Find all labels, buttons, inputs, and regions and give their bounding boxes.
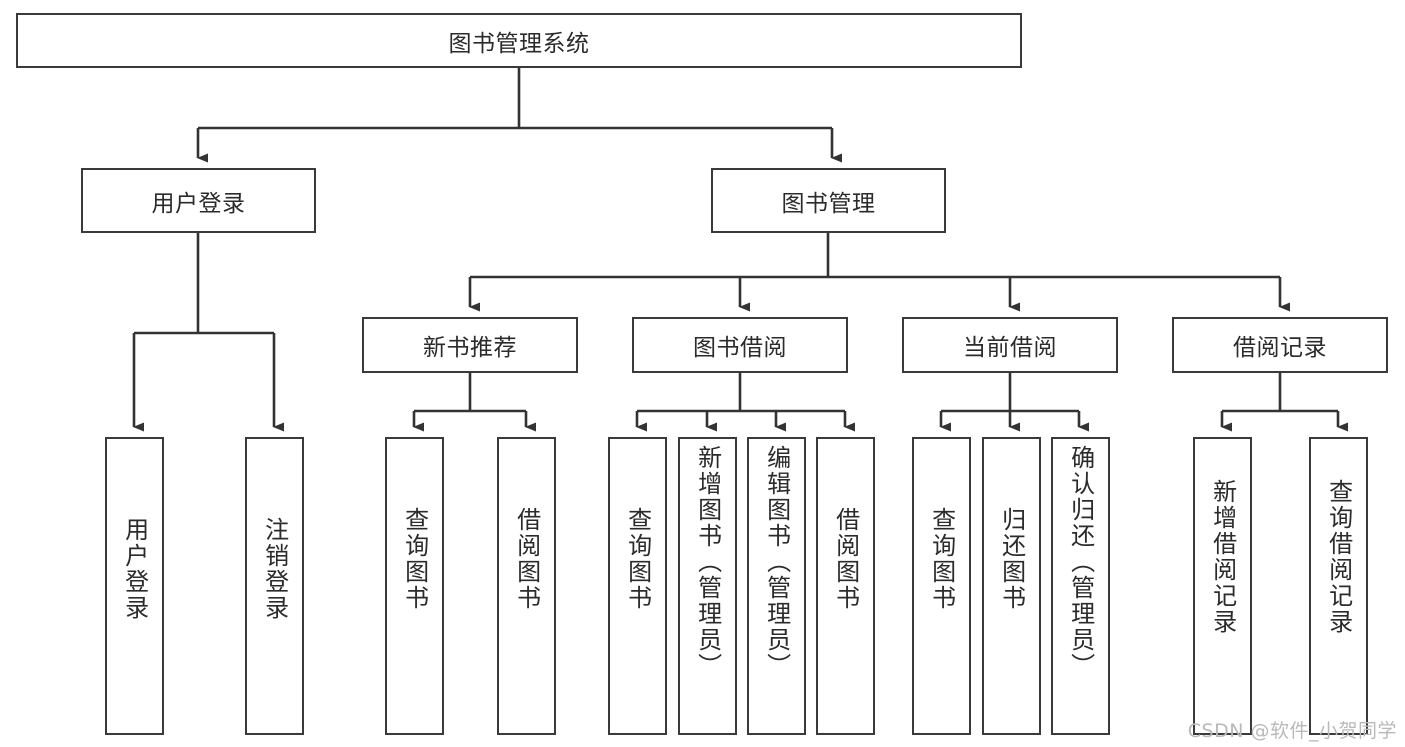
leaf-user-login-logout[interactable]: 注销登录 (245, 437, 304, 735)
node-book-management[interactable]: 图书管理 (711, 168, 946, 233)
node-borrow-record[interactable]: 借阅记录 (1172, 317, 1388, 373)
node-label: 用户登录 (151, 190, 246, 217)
node-label: 图书管理 (781, 190, 876, 217)
leaf-recommend-borrow-book[interactable]: 借阅图书 (497, 437, 556, 735)
node-label: 新增借阅记录 (1208, 479, 1237, 635)
node-label: 查询图书 (623, 507, 652, 611)
leaf-borrow-query-book[interactable]: 查询图书 (608, 437, 667, 735)
node-label: 归还图书 (997, 507, 1026, 611)
node-label: 新书推荐 (423, 335, 517, 361)
leaf-user-login-login[interactable]: 用户登录 (105, 437, 164, 735)
node-label: 查询图书 (927, 507, 956, 611)
node-label: 用户登录 (120, 517, 149, 621)
leaf-borrow-add-book-admin[interactable]: 新增图书（管理员） (678, 437, 737, 735)
csdn-watermark: CSDN @软件_小贺同学 (1187, 720, 1397, 742)
leaf-borrow-borrow-book[interactable]: 借阅图书 (816, 437, 875, 735)
node-new-book-recommend[interactable]: 新书推荐 (362, 317, 578, 373)
node-label: 新增图书（管理员） (693, 445, 722, 679)
node-label: 当前借阅 (963, 335, 1057, 361)
node-label: 借阅图书 (512, 507, 541, 611)
leaf-borrow-edit-book-admin[interactable]: 编辑图书（管理员） (747, 437, 806, 735)
node-current-borrow[interactable]: 当前借阅 (902, 317, 1118, 373)
leaf-current-query-book[interactable]: 查询图书 (912, 437, 971, 735)
node-label: 确认归还（管理员） (1066, 445, 1095, 679)
node-label: 查询图书 (400, 507, 429, 611)
leaf-record-add-record[interactable]: 新增借阅记录 (1193, 437, 1252, 735)
node-label: 借阅图书 (831, 507, 860, 611)
node-user-login[interactable]: 用户登录 (81, 168, 316, 233)
node-label: 图书借阅 (693, 335, 787, 361)
node-label: 注销登录 (260, 517, 289, 621)
node-root-system[interactable]: 图书管理系统 (16, 13, 1022, 68)
node-book-borrow[interactable]: 图书借阅 (632, 317, 848, 373)
leaf-recommend-query-book[interactable]: 查询图书 (385, 437, 444, 735)
node-label: 图书管理系统 (448, 30, 590, 57)
leaf-record-query-record[interactable]: 查询借阅记录 (1309, 437, 1368, 735)
leaf-current-return-book[interactable]: 归还图书 (982, 437, 1041, 735)
node-label: 借阅记录 (1233, 335, 1327, 361)
node-label: 查询借阅记录 (1324, 479, 1353, 635)
node-label: 编辑图书（管理员） (762, 445, 791, 679)
leaf-current-confirm-return-admin[interactable]: 确认归还（管理员） (1051, 437, 1110, 735)
